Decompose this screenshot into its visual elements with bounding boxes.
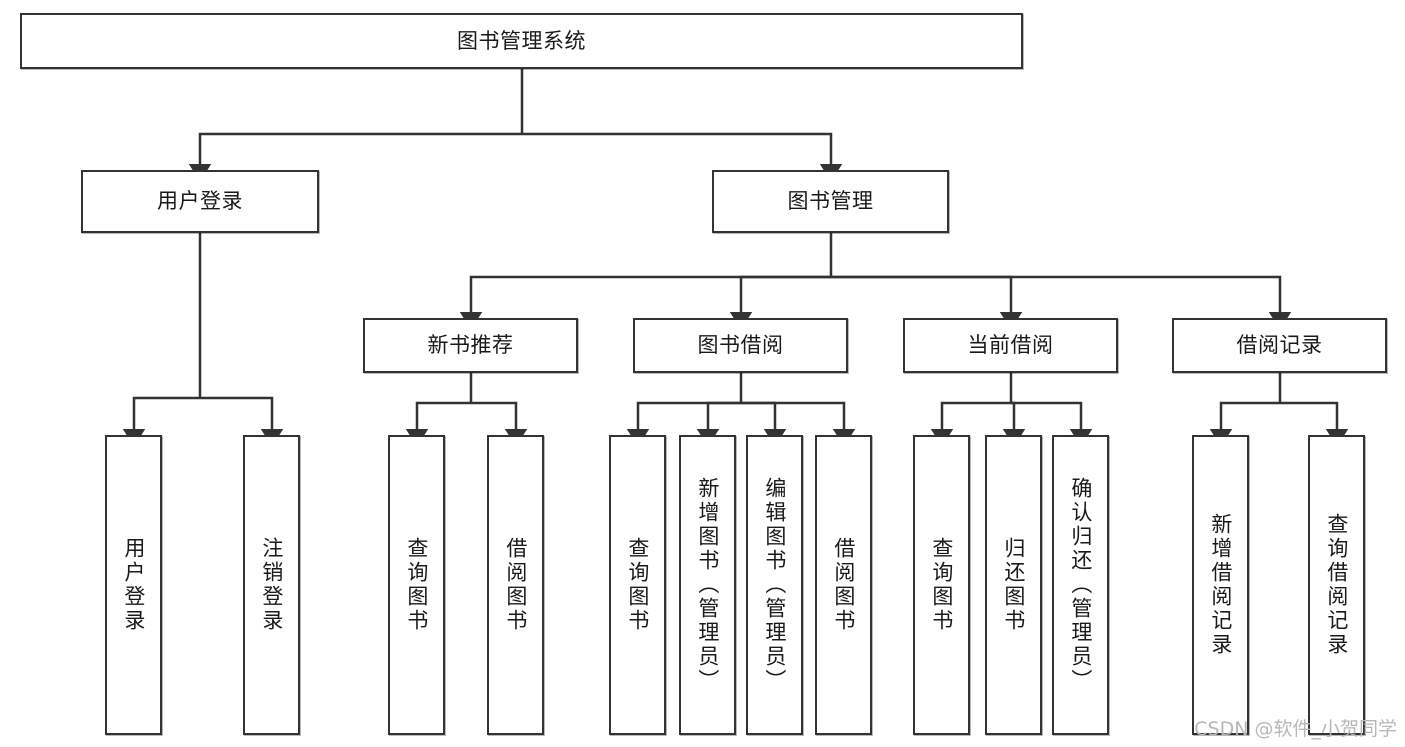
node-label: 查询图书 xyxy=(625,537,650,633)
connector-book-manage-to-current-borrow xyxy=(831,275,1023,330)
node-label: 图书借阅 xyxy=(697,333,784,358)
node-label: 用户登录 xyxy=(157,189,243,214)
node-label: 当前借阅 xyxy=(967,333,1054,358)
node-leaf-add-book[interactable]: 新增图书（管理员） xyxy=(679,435,736,735)
watermark: CSDN @软件_小贺同学 xyxy=(1194,718,1397,740)
node-label: 借阅图书 xyxy=(831,537,856,633)
node-leaf-confirm-return[interactable]: 确认归还（管理员） xyxy=(1052,435,1109,735)
connector-book-manage-to-borrow-record xyxy=(831,275,1292,330)
connector-book-borrow-to-leaf-query-book-2 xyxy=(626,401,741,447)
node-label: 编辑图书（管理员） xyxy=(762,477,787,693)
connector-book-manage-to-new-book-rec xyxy=(459,275,831,330)
node-leaf-query-book-3[interactable]: 查询图书 xyxy=(913,435,970,735)
node-label: 注销登录 xyxy=(259,537,284,633)
node-leaf-borrow-book-1[interactable]: 借阅图书 xyxy=(487,435,544,735)
connector-book-borrow-to-leaf-add-book xyxy=(696,401,741,447)
node-leaf-add-record[interactable]: 新增借阅记录 xyxy=(1192,435,1249,735)
node-leaf-edit-book[interactable]: 编辑图书（管理员） xyxy=(746,435,803,735)
connector-user-login-to-leaf-user-logout xyxy=(200,396,284,447)
connector-current-borrow-to-leaf-return-book xyxy=(1002,401,1026,447)
node-leaf-query-book-1[interactable]: 查询图书 xyxy=(388,435,445,735)
connector-root-to-book-manage xyxy=(522,132,843,182)
connector-new-book-rec-to-leaf-borrow-book-1 xyxy=(471,401,528,447)
node-book-borrow[interactable]: 图书借阅 xyxy=(633,318,848,373)
node-label: 图书管理 xyxy=(787,189,874,214)
connector-borrow-record-to-leaf-add-record xyxy=(1209,401,1280,447)
connector-new-book-rec-to-leaf-query-book-1 xyxy=(405,401,471,447)
node-leaf-return-book[interactable]: 归还图书 xyxy=(985,435,1042,735)
node-label: 新增借阅记录 xyxy=(1208,513,1233,657)
node-label: 借阅记录 xyxy=(1236,333,1323,358)
node-new-book-rec[interactable]: 新书推荐 xyxy=(363,318,578,373)
connector-root-to-user-login xyxy=(188,132,522,182)
node-label: 确认归还（管理员） xyxy=(1068,477,1093,693)
node-label: 归还图书 xyxy=(1001,537,1026,633)
node-leaf-borrow-book-2[interactable]: 借阅图书 xyxy=(815,435,872,735)
connector-current-borrow-to-leaf-query-book-3 xyxy=(930,401,1011,447)
connector-current-borrow-to-leaf-confirm-return xyxy=(1011,401,1093,447)
node-label: 新书推荐 xyxy=(427,333,514,358)
node-borrow-record[interactable]: 借阅记录 xyxy=(1172,318,1387,373)
connector-book-borrow-to-leaf-borrow-book-2 xyxy=(741,401,856,447)
node-leaf-query-book-2[interactable]: 查询图书 xyxy=(609,435,666,735)
node-label: 查询图书 xyxy=(404,537,429,633)
node-leaf-user-login[interactable]: 用户登录 xyxy=(105,435,162,735)
node-current-borrow[interactable]: 当前借阅 xyxy=(903,318,1118,373)
connector-user-login-to-leaf-user-login xyxy=(122,396,200,447)
connector-book-manage-to-book-borrow xyxy=(729,275,831,330)
node-root[interactable]: 图书管理系统 xyxy=(20,13,1023,69)
node-leaf-query-record[interactable]: 查询借阅记录 xyxy=(1308,435,1365,735)
node-label: 用户登录 xyxy=(121,537,146,633)
node-user-login[interactable]: 用户登录 xyxy=(81,170,319,233)
edge-group xyxy=(122,69,1349,447)
node-label: 图书管理系统 xyxy=(457,28,586,53)
node-label: 查询图书 xyxy=(929,537,954,633)
connector-book-borrow-to-leaf-edit-book xyxy=(741,401,787,447)
node-book-manage[interactable]: 图书管理 xyxy=(712,170,949,233)
node-leaf-user-logout[interactable]: 注销登录 xyxy=(243,435,300,735)
connector-borrow-record-to-leaf-query-record xyxy=(1280,401,1349,447)
node-label: 借阅图书 xyxy=(503,537,528,633)
node-label: 查询借阅记录 xyxy=(1324,513,1349,657)
node-label: 新增图书（管理员） xyxy=(695,477,720,693)
